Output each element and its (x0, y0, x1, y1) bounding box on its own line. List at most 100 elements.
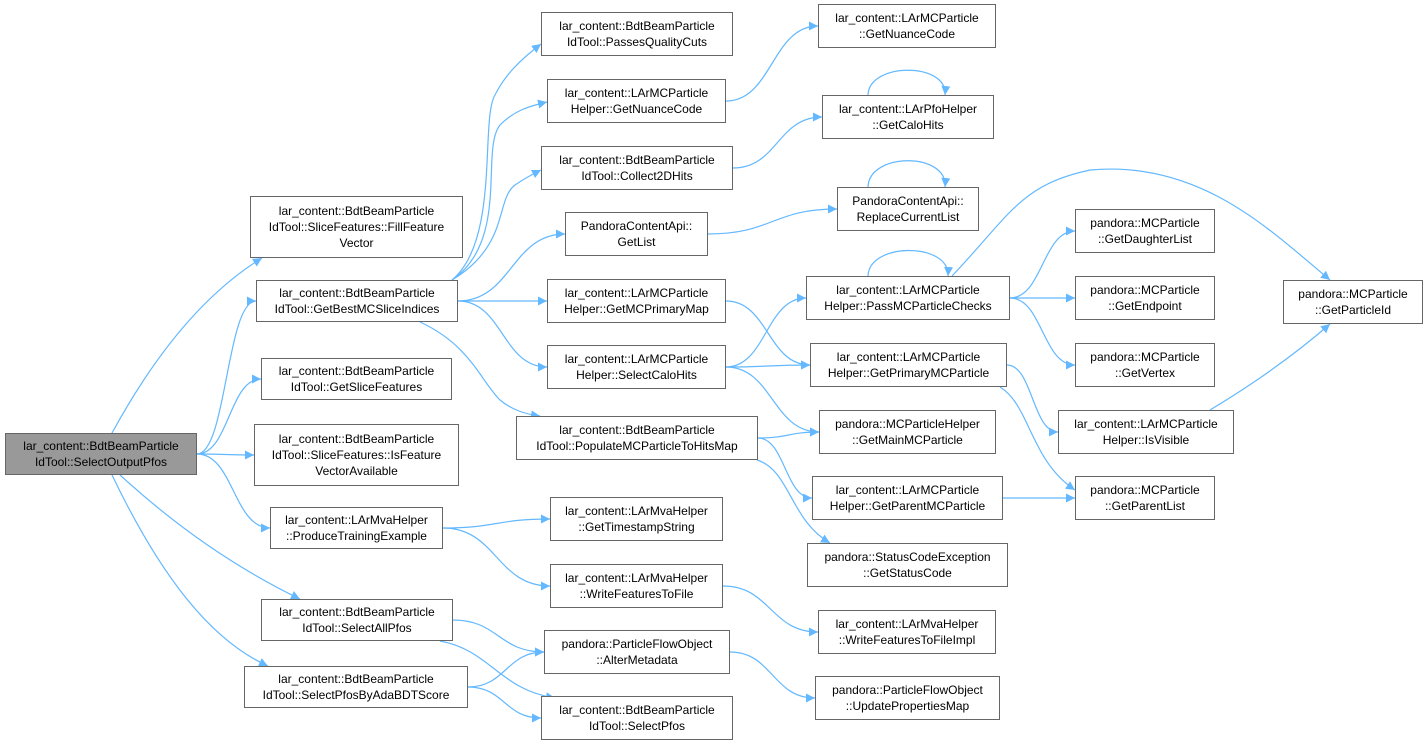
node-pandora-get-list[interactable]: PandoraContentApi::GetList (565, 212, 708, 256)
node-label-line: Helper::GetMCPrimaryMap (564, 302, 709, 316)
node-label-line: ::ProduceTrainingExample (286, 529, 427, 543)
node-label-line: ReplaceCurrentList (856, 210, 960, 224)
node-label-line: IdTool::SliceFeatures::IsFeature (271, 448, 442, 462)
node-get-vertex[interactable]: pandora::MCParticle::GetVertex (1075, 343, 1215, 387)
node-label-line: pandora::ParticleFlowObject (832, 683, 983, 697)
node-label-line: pandora::ParticleFlowObject (561, 637, 713, 651)
edge-populate-mc-to-hits-to-get-parent-mc (757, 437, 813, 503)
node-label-line: ::GetParticleId (1314, 303, 1392, 317)
node-label-line: IdTool::SelectAllPfos (302, 621, 412, 635)
node-label-line: ::GetVertex (1114, 366, 1176, 380)
edge-get-primary-mc-to-is-visible (1006, 364, 1059, 437)
edge-write-features-to-file-to-write-features-impl (722, 585, 819, 637)
node-alter-metadata[interactable]: pandora::ParticleFlowObject::AlterMetada… (544, 630, 730, 674)
node-label-line: pandora::StatusCodeException (824, 550, 991, 564)
edge-populate-mc-to-hits-to-get-status-code (756, 459, 831, 544)
node-label-line: ::GetTimestampString (578, 520, 695, 534)
node-label-line: lar_content::LArMvaHelper (565, 504, 708, 518)
node-get-endpoint[interactable]: pandora::MCParticle::GetEndpoint (1075, 276, 1215, 320)
node-label-line: IdTool::SelectPfos (588, 719, 686, 733)
node-update-properties-map[interactable]: pandora::ParticleFlowObject::UpdatePrope… (815, 676, 1000, 720)
edge-select-output-to-get-best-mc-slice (196, 296, 257, 455)
node-label-line: ::GetMainMCParticle (852, 433, 963, 447)
node-label-line: lar_content::LArMvaHelper (565, 571, 708, 585)
node-label-line: lar_content::LArPfoHelper (838, 102, 978, 116)
node-label-line: Helper::GetNuanceCode (570, 102, 703, 116)
node-label-line: pandora::MCParticle (1298, 287, 1408, 301)
node-label-line: lar_content::LArMCParticle (564, 86, 709, 100)
edge-select-output-to-is-feature-vector-available (196, 450, 255, 460)
node-label-line: lar_content::LArMCParticle (1074, 417, 1218, 431)
edge-produce-training-example-to-write-features-to-file (442, 527, 551, 591)
edge-get-primary-mc-to-get-parent-list (999, 386, 1076, 491)
node-pfo-get-calo-hits[interactable]: lar_content::LArPfoHelper::GetCaloHits (822, 95, 994, 139)
node-label-line: ::UpdatePropertiesMap (845, 699, 970, 713)
node-mcparticle-get-nuance[interactable]: lar_content::LArMCParticle::GetNuanceCod… (818, 4, 996, 48)
node-label-line: lar_content::LArMCParticle (835, 11, 979, 25)
edge-select-calo-hits-to-pass-mc-checks (725, 293, 807, 368)
edge-select-calo-hits-to-get-primary-mc (725, 360, 811, 370)
node-produce-training-example[interactable]: lar_content::LArMvaHelper::ProduceTraini… (270, 507, 443, 549)
node-label-line: Helper::IsVisible (1102, 433, 1190, 447)
edge-get-best-mc-slice-to-pandora-get-list (457, 229, 566, 302)
node-get-daughter-list[interactable]: pandora::MCParticle::GetDaughterList (1075, 209, 1215, 253)
node-get-parent-list[interactable]: pandora::MCParticle::GetParentList (1075, 476, 1215, 520)
node-label-line: IdTool::SelectPfosByAdaBDTScore (262, 688, 450, 702)
edge-pandora-get-list-to-replace-current-list (707, 204, 838, 235)
node-label-line: lar_content::LArMvaHelper (835, 617, 979, 631)
node-label-line: lar_content::LArMCParticle (564, 286, 709, 300)
edge-pfo-get-calo-hits-to-pfo-get-calo-hits (867, 69, 951, 96)
edge-pass-mc-checks-to-get-vertex (1009, 297, 1076, 370)
edge-populate-mc-to-hits-to-get-main-mc (757, 427, 820, 439)
edge-produce-training-example-to-get-timestamp-string (442, 514, 551, 529)
node-write-features-to-file[interactable]: lar_content::LArMvaHelper::WriteFeatures… (550, 564, 723, 608)
node-label-line: lar_content::BdtBeamParticle (279, 605, 435, 619)
node-label-line: IdTool::SelectOutputPfos (34, 455, 168, 469)
node-label-line: lar_content::BdtBeamParticle (559, 19, 715, 33)
node-label-line: lar_content::BdtBeamParticle (278, 432, 435, 446)
node-label-line: pandora::MCParticle (1090, 350, 1200, 364)
node-get-status-code[interactable]: pandora::StatusCodeException::GetStatusC… (807, 543, 1008, 587)
node-label-line: lar_content::BdtBeamParticle (278, 672, 434, 686)
node-label-line: IdTool::GetSliceFeatures (290, 380, 423, 394)
node-replace-current-list[interactable]: PandoraContentApi::ReplaceCurrentList (837, 187, 979, 231)
node-label-line: ::GetStatusCode (863, 566, 952, 580)
node-label-line: Helper::PassMCParticleChecks (824, 299, 992, 313)
node-label-line: lar_content::BdtBeamParticle (559, 703, 715, 717)
edge-select-output-to-get-slice-features (196, 374, 262, 455)
node-get-particle-id[interactable]: pandora::MCParticle::GetParticleId (1283, 280, 1423, 324)
node-write-features-impl[interactable]: lar_content::LArMvaHelper::WriteFeatures… (818, 610, 996, 654)
node-label-line: lar_content::LArMvaHelper (285, 513, 428, 527)
edge-is-visible-to-get-particle-id (1209, 323, 1331, 411)
node-label-line: ::GetNuanceCode (858, 27, 956, 41)
node-label-line: lar_content::BdtBeamParticle (279, 286, 435, 300)
node-label-line: ::GetCaloHits (872, 118, 944, 132)
edge-select-output-to-select-pfos-by-ada (111, 474, 269, 667)
node-get-main-mc[interactable]: pandora::MCParticleHelper::GetMainMCPart… (819, 410, 996, 454)
node-label-line: lar_content::BdtBeamParticle (23, 439, 179, 453)
edge-get-mc-primary-map-to-get-primary-mc (725, 300, 811, 370)
node-get-timestamp-string[interactable]: lar_content::LArMvaHelper::GetTimestampS… (550, 497, 723, 541)
edge-alter-metadata-to-update-properties-map (729, 651, 816, 703)
edge-get-best-mc-slice-to-collect-2d-hits (451, 169, 542, 281)
node-label-line: pandora::MCParticle (1090, 483, 1200, 497)
